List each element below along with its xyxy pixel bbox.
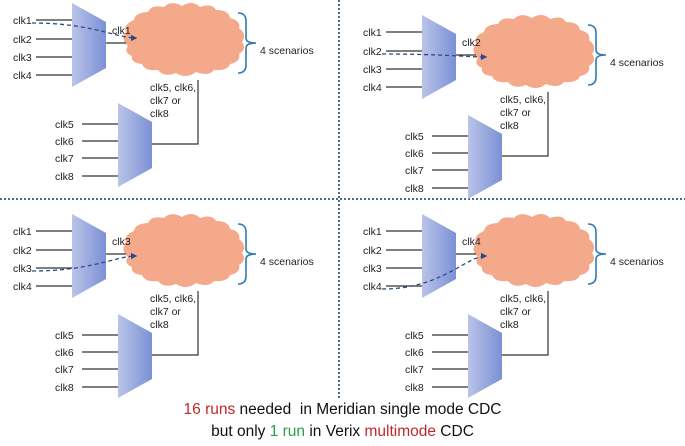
- mux2-input-label: clk8: [405, 382, 424, 394]
- mux2-input-label: clk7: [405, 364, 424, 376]
- mux1-input-label: clk3: [13, 263, 32, 275]
- mux1-shape: [72, 214, 106, 298]
- mux1-input-label: clk4: [13, 70, 32, 82]
- mux2-shape: [118, 314, 152, 398]
- mux1-input-label: clk3: [363, 263, 382, 275]
- mux2-output-label: clk8: [150, 319, 169, 331]
- logic-cloud: [123, 3, 245, 77]
- mux1-input-label: clk4: [13, 281, 32, 293]
- scenarios-bracket-icon: [587, 24, 607, 86]
- mux2-shape: [468, 115, 502, 199]
- mux1-input-label: clk3: [363, 64, 382, 76]
- mux2-input-label: clk5: [55, 330, 74, 342]
- scenarios-bracket-icon: [587, 223, 607, 285]
- mux1-input-label: clk1: [363, 226, 382, 238]
- mux2-output-label: clk7 or: [500, 107, 531, 119]
- mux2-input-label: clk8: [405, 183, 424, 195]
- mux2-shape: [118, 103, 152, 187]
- mux2-input-label: clk5: [55, 119, 74, 131]
- mux1-input-label: clk2: [363, 245, 382, 257]
- caption-line-2-middle: in Verix: [305, 423, 365, 440]
- mux2-output-wire: [152, 291, 199, 356]
- quadrant-top-left: clk1 clk2 clk3 clk4 clk1 4 scenarios clk5 clk6 c…: [13, 3, 314, 187]
- mux1-input-label: clk1: [13, 226, 32, 238]
- selected-clock-path: [31, 252, 138, 272]
- mux2-output-label: clk8: [150, 108, 169, 120]
- mux2-input-label: clk5: [405, 330, 424, 342]
- mux1-input-label: clk4: [363, 82, 382, 94]
- selected-clock-path: [381, 252, 488, 290]
- mux1-input-label: clk1: [13, 15, 32, 27]
- mux2-input-label: clk6: [405, 148, 424, 160]
- mux2-input-label: clk7: [55, 364, 74, 376]
- mux1-shape: [422, 15, 456, 99]
- mux2-input-label: clk8: [55, 382, 74, 394]
- mux2-output-label: clk8: [500, 319, 519, 331]
- mux2-output-wire: [502, 92, 549, 157]
- mux2-output-label: clk5, clk6,: [150, 82, 196, 94]
- mux2-output-label: clk5, clk6,: [500, 94, 546, 106]
- mux1-input-label: clk2: [363, 46, 382, 58]
- mux2-output-label: clk5, clk6,: [150, 293, 196, 305]
- mux2-output-wire: [152, 80, 199, 145]
- multimode-label: multimode: [364, 423, 437, 440]
- mux1-input-label: clk3: [13, 52, 32, 64]
- single-mode-runs-count: 16 runs: [183, 401, 236, 418]
- caption-line-2-suffix: CDC: [436, 423, 474, 440]
- mux1-output-label: clk2: [462, 37, 481, 49]
- mux2-shape: [468, 314, 502, 398]
- scenarios-label: 4 scenarios: [610, 57, 664, 69]
- mux1-input-label: clk4: [363, 281, 382, 293]
- mux1-output-label: clk1: [112, 25, 131, 37]
- mux2-output-label: clk7 or: [150, 306, 181, 318]
- mux2-output-label: clk7 or: [150, 95, 181, 107]
- mux1-output-label: clk4: [462, 236, 481, 248]
- caption-line-2-prefix: but only: [211, 423, 270, 440]
- mux1-output-label: clk3: [112, 236, 131, 248]
- scenarios-label: 4 scenarios: [260, 45, 314, 57]
- mux2-input-label: clk8: [55, 171, 74, 183]
- mux1-shape: [72, 3, 106, 87]
- mux2-input-label: clk6: [405, 347, 424, 359]
- scenarios-label: 4 scenarios: [610, 256, 664, 268]
- mux2-input-label: clk7: [405, 165, 424, 177]
- mux2-input-label: clk7: [55, 153, 74, 165]
- mux1-input-label: clk2: [13, 34, 32, 46]
- mux2-input-label: clk6: [55, 136, 74, 148]
- mux1-shape: [422, 214, 456, 298]
- mux1-input-label: clk1: [363, 27, 382, 39]
- logic-cloud: [473, 214, 595, 288]
- multimode-runs-count: 1 run: [269, 423, 306, 440]
- mux1-input-label: clk2: [13, 245, 32, 257]
- logic-cloud: [123, 214, 245, 288]
- mux2-output-label: clk5, clk6,: [500, 293, 546, 305]
- quadrant-bottom-left: clk1 clk2 clk3 clk4 clk3 4 scenarios clk5 clk6 c…: [13, 214, 314, 398]
- scenarios-bracket-icon: [237, 223, 257, 285]
- mux2-output-label: clk8: [500, 120, 519, 132]
- caption-line-1: 16 runs needed in Meridian single mode C…: [0, 401, 685, 419]
- selected-clock-path: [381, 53, 488, 61]
- quadrant-bottom-right: clk1 clk2 clk3 clk4 clk4 4 scenarios clk5 clk6 c…: [363, 214, 664, 398]
- logic-cloud: [473, 15, 595, 89]
- selected-clock-path: [31, 22, 138, 42]
- mux2-input-label: clk6: [55, 347, 74, 359]
- scenarios-bracket-icon: [237, 12, 257, 74]
- mux2-input-label: clk5: [405, 131, 424, 143]
- scenarios-label: 4 scenarios: [260, 256, 314, 268]
- mux2-output-wire: [502, 291, 549, 356]
- caption-line-2: but only 1 run in Verix multimode CDC: [0, 423, 685, 441]
- quadrant-top-right: clk1 clk2 clk3 clk4 clk2 4 scenarios clk5 clk6 c…: [363, 15, 664, 199]
- mux2-output-label: clk7 or: [500, 306, 531, 318]
- caption-line-1-text: needed in Meridian single mode CDC: [235, 401, 502, 418]
